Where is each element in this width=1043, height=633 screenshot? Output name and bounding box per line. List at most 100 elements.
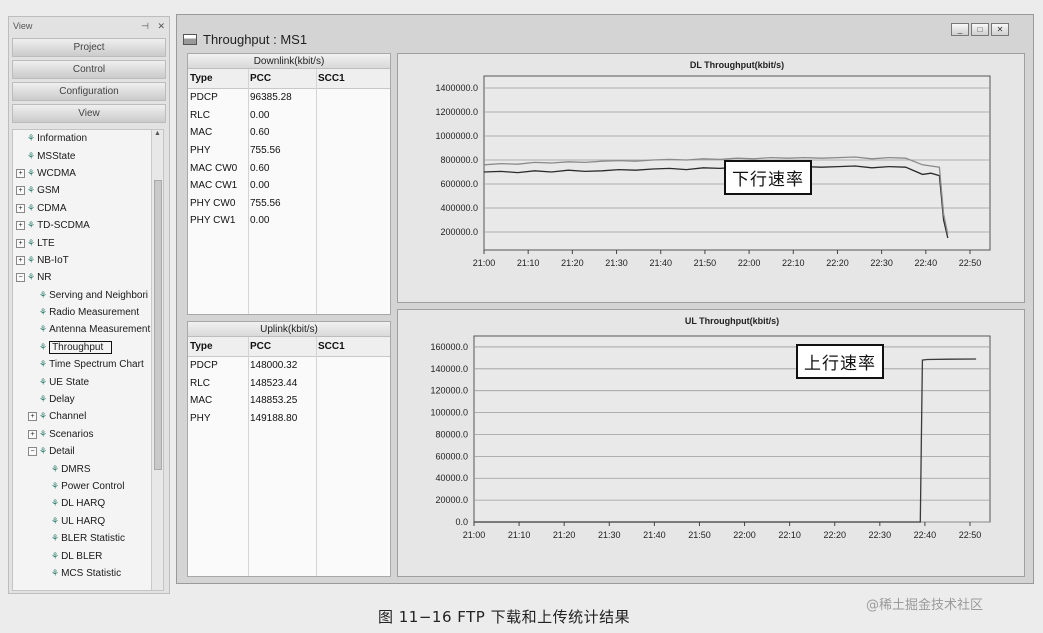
y-tick-label: 80000.0	[435, 429, 468, 439]
tree-item-label: Information	[37, 133, 88, 145]
col-pcc-header[interactable]: PCC	[250, 73, 272, 84]
tree-item[interactable]: ⚘UE State	[13, 373, 163, 390]
tree-item[interactable]: +⚘Scenarios	[13, 426, 163, 443]
nav-configuration-button[interactable]: Configuration	[12, 82, 166, 101]
expand-icon[interactable]: +	[28, 412, 37, 422]
tree-scroll-thumb[interactable]	[154, 180, 162, 470]
tree-item[interactable]: ⚘MCS Statistic	[13, 565, 163, 582]
nav-control-button[interactable]: Control	[12, 60, 166, 79]
tree-item[interactable]: ⚘DL HARQ	[13, 495, 163, 512]
tree-item-label: Throughput	[49, 340, 113, 354]
expand-icon[interactable]: +	[16, 168, 25, 178]
tree-item-label: Radio Measurement	[49, 307, 140, 319]
table-cell: 148523.44	[250, 377, 298, 389]
col-pcc-header[interactable]: PCC	[250, 341, 272, 352]
tree-item[interactable]: ⚘Radio Measurement	[13, 304, 163, 321]
chart-title: UL Throughput(kbit/s)	[685, 316, 779, 326]
tree-item[interactable]: −⚘NR	[13, 269, 163, 286]
downlink-caption: Downlink(kbit/s)	[188, 54, 390, 69]
tree-item-label: Antenna Measurement	[49, 324, 151, 336]
x-tick-label: 22:40	[914, 530, 937, 540]
close-window-button[interactable]: ✕	[991, 23, 1009, 36]
collapse-icon[interactable]: −	[16, 273, 25, 283]
table-row[interactable]: RLC 148523.44	[188, 375, 390, 393]
expand-icon[interactable]: +	[28, 429, 37, 439]
collapse-icon[interactable]: −	[28, 447, 37, 457]
tree-item[interactable]: ⚘DL BLER	[13, 547, 163, 564]
tree-item[interactable]: ⚘MSState	[13, 147, 163, 164]
uplink-caption: Uplink(kbit/s)	[188, 322, 390, 337]
tree-item[interactable]: ⚘BLER Statistic	[13, 530, 163, 547]
expand-icon[interactable]: +	[16, 221, 25, 231]
tree-node-icon: ⚘	[27, 202, 36, 213]
x-tick-label: 21:40	[649, 258, 672, 268]
tree-item[interactable]: −⚘Detail	[13, 443, 163, 460]
tree-item[interactable]: +⚘LTE	[13, 234, 163, 251]
table-cell: 0.60	[250, 162, 270, 174]
tree-item[interactable]: +⚘TD-SCDMA	[13, 217, 163, 234]
expand-icon[interactable]: +	[16, 186, 25, 196]
tree-scrollbar[interactable]: ▲	[151, 130, 163, 590]
tree-node-icon: ⚘	[39, 307, 48, 318]
table-cell: RLC	[190, 377, 211, 389]
tree-item[interactable]: ⚘Antenna Measurement	[13, 321, 163, 338]
col-type-header[interactable]: Type	[190, 341, 213, 352]
figure-caption: 图 11−16 FTP 下载和上传统计结果	[378, 608, 631, 626]
col-scc1-header[interactable]: SCC1	[318, 341, 345, 352]
tree-item[interactable]: +⚘WCDMA	[13, 165, 163, 182]
tree-item[interactable]: ⚘Throughput	[13, 339, 163, 356]
tree-item[interactable]: +⚘CDMA	[13, 200, 163, 217]
tree-item-label: GSM	[37, 185, 60, 197]
close-icon[interactable]: ✕	[157, 20, 165, 31]
tree-item-label: MSState	[37, 150, 76, 162]
tree-item[interactable]: ⚘Information	[13, 130, 163, 147]
tree-item[interactable]: ⚘Time Spectrum Chart	[13, 356, 163, 373]
minimize-button[interactable]: _	[951, 23, 969, 36]
series-line	[474, 358, 977, 523]
table-cell: 0.00	[250, 109, 270, 121]
tree-item[interactable]: ⚘UL HARQ	[13, 513, 163, 530]
nav-project-button[interactable]: Project	[12, 38, 166, 57]
expand-icon[interactable]: +	[16, 203, 25, 213]
tree-item[interactable]: +⚘Channel	[13, 408, 163, 425]
restore-button[interactable]: □	[971, 23, 989, 36]
plot-area	[473, 335, 991, 523]
tree-item[interactable]: ⚘Power Control	[13, 478, 163, 495]
tree-item[interactable]: +⚘NB-IoT	[13, 252, 163, 269]
x-tick-label: 21:10	[517, 258, 540, 268]
pin-icon[interactable]: ⊣	[141, 20, 149, 31]
tree-item-label: UL HARQ	[61, 515, 106, 527]
tree-node-icon: ⚘	[51, 481, 60, 491]
x-tick-label: 21:50	[694, 258, 717, 268]
nav-view-button[interactable]: View	[12, 104, 166, 123]
tree-node-icon: ⚘	[27, 254, 36, 265]
tree-item[interactable]: ⚘Delay	[13, 391, 163, 408]
tree-item[interactable]: ⚘Serving and Neighbori	[13, 287, 163, 304]
tree-node-icon: ⚘	[27, 220, 36, 231]
x-tick-label: 22:50	[959, 258, 982, 268]
expand-icon[interactable]: +	[16, 255, 25, 265]
expand-icon[interactable]: +	[16, 238, 25, 248]
scroll-up-icon[interactable]: ▲	[154, 130, 161, 137]
tree-item[interactable]: +⚘GSM	[13, 182, 163, 199]
col-type-header[interactable]: Type	[190, 73, 213, 84]
tree-item-label: NR	[37, 272, 52, 284]
col-scc1-header[interactable]: SCC1	[318, 73, 345, 84]
tree-node-icon: ⚘	[39, 428, 48, 439]
tree-item[interactable]: ⚘DMRS	[13, 460, 163, 477]
y-tick-label: 1000000.0	[435, 131, 478, 141]
y-tick-label: 400000.0	[440, 203, 478, 213]
y-tick-label: 1400000.0	[435, 83, 478, 93]
throughput-window: Throughput : MS1 _ □ ✕ Downlink(kbit/s) …	[176, 14, 1034, 584]
